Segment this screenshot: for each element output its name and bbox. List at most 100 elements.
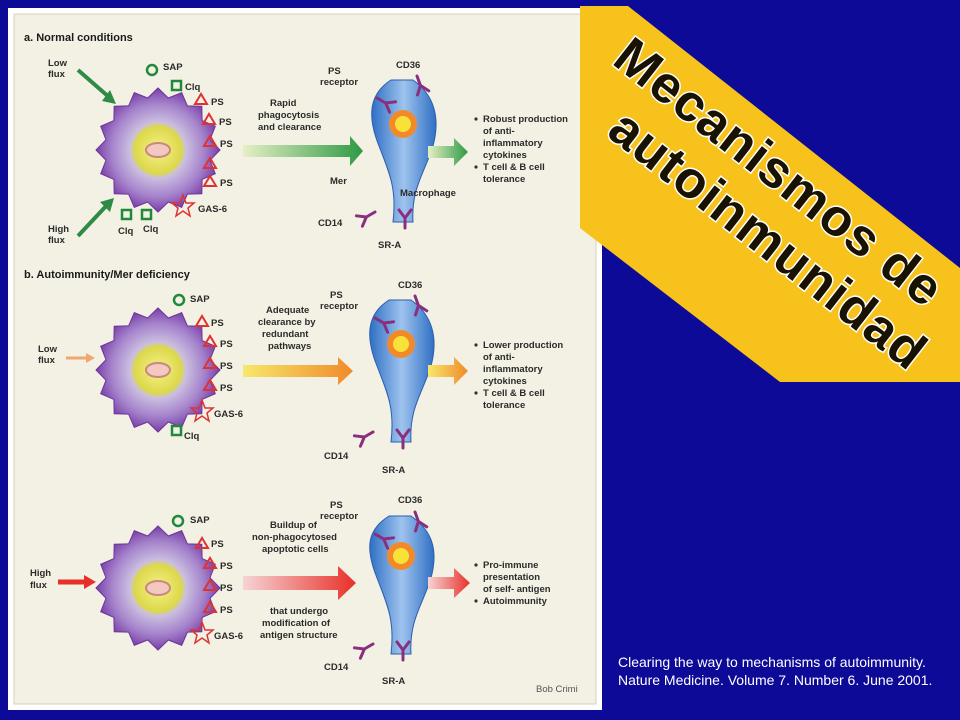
figure-label: GAS-6 [214, 409, 243, 420]
figure-label: Clq [118, 226, 134, 237]
figure-label: CD36 [396, 60, 420, 71]
low-flux-a-2: flux [48, 69, 66, 80]
bullet [474, 165, 478, 169]
figure-label: PS [211, 539, 224, 550]
bullet [474, 343, 478, 347]
banner-line-2: autoinmunidad [598, 98, 938, 381]
figure-label: PS [220, 583, 233, 594]
figure-label: non-phagocytosed [252, 532, 337, 543]
figure-label: PS [220, 605, 233, 616]
figure-shape [202, 156, 218, 169]
figure-label: SAP [190, 515, 210, 526]
buildup-arrow-c [243, 566, 356, 600]
figure-label: modification of [262, 618, 331, 629]
figure-label: PS [328, 66, 341, 77]
figure-label: SR-A [382, 465, 405, 476]
figure-shape [86, 353, 95, 363]
cell-nucleus [145, 580, 171, 596]
figure-label: PS [219, 117, 232, 128]
figure-label: clearance by [258, 317, 316, 328]
bullet [474, 391, 478, 395]
macrophage-body [369, 515, 435, 655]
outcome-text: inflammatory [483, 364, 543, 375]
figure-label: PS [220, 339, 233, 350]
clearance-arrow-a [243, 136, 363, 166]
figure-shape [171, 514, 185, 528]
receptor [397, 208, 413, 230]
figure-shape [202, 578, 218, 591]
figure-label: redundant [262, 329, 309, 340]
cell-nucleus [145, 142, 171, 158]
figure-shape [172, 293, 186, 307]
figure-label: apoptotic cells [262, 544, 329, 555]
outcome-text: inflammatory [483, 138, 543, 149]
figure-shape [202, 334, 218, 347]
figure-shape: Mecanismos de autoinmunidad [596, 25, 956, 383]
bullet [474, 599, 478, 603]
figure-label: PS [220, 383, 233, 394]
figure-label: Rapid [270, 98, 297, 109]
figure-shape [194, 536, 210, 549]
receptor [413, 294, 429, 317]
macrophage-body [369, 299, 435, 443]
figure-label: Adequate [266, 305, 309, 316]
clearance-arrow-b [243, 357, 353, 385]
receptor [413, 510, 429, 533]
outcome-text: of self- antigen [483, 584, 551, 595]
macrophage-c [352, 510, 435, 662]
figure-label: PS [220, 561, 233, 572]
figure-label: flux [38, 355, 56, 366]
outcome-text: tolerance [483, 400, 525, 411]
figure-label: receptor [320, 511, 358, 522]
figure-shape [169, 192, 197, 218]
figure-label: that undergo [270, 606, 328, 617]
figure-shape [194, 314, 210, 327]
figure-shape [202, 556, 218, 569]
macrophage-body [371, 79, 437, 223]
figure-label: PS [211, 97, 224, 108]
low-flux-arrow-a [76, 68, 112, 100]
figure-label: Mer [330, 176, 347, 187]
figure-shape [188, 397, 216, 423]
figure-label: pathways [268, 341, 311, 352]
figure-label: PS [220, 361, 233, 372]
apoptotic-cell-a [95, 87, 221, 213]
outcome-text: T cell & B cell [483, 162, 545, 173]
figure-label: GAS-6 [214, 631, 243, 642]
outcome-text: Lower production [483, 340, 563, 351]
figure-shape [170, 79, 183, 92]
figure-label: PS [220, 139, 233, 150]
outcome-arrow-c [428, 568, 470, 598]
figure-label: PS [330, 290, 343, 301]
figure-label: PS [211, 318, 224, 329]
receptor [352, 430, 375, 448]
outcome-text: Autoimmunity [483, 596, 548, 607]
figure-label: CD36 [398, 280, 422, 291]
panel-a-header: a. Normal conditions [24, 32, 133, 44]
figure-label: Low [38, 344, 58, 355]
figure-label: Macrophage [400, 188, 456, 199]
receptor [352, 642, 375, 660]
figure-shape [102, 90, 116, 104]
apoptotic-cell-c [95, 525, 221, 651]
receptor [354, 210, 377, 228]
figure-shape [202, 378, 218, 391]
figure-label: flux [30, 580, 48, 591]
figure-shape [202, 134, 218, 147]
macrophage-a [354, 74, 437, 230]
apoptotic-cell-b [95, 307, 221, 433]
figure-shape [202, 356, 218, 369]
figure-shape [84, 575, 96, 589]
figure-shape [201, 112, 217, 125]
figure-shape [193, 92, 209, 105]
figure-label: CD14 [324, 662, 349, 673]
figure-label: antigen structure [260, 630, 338, 641]
figure-label: Buildup of [270, 520, 318, 531]
figure-label: receptor [320, 301, 358, 312]
receptor [373, 532, 396, 550]
macrophage-b [352, 294, 435, 450]
panel-b-header: b. Autoimmunity/Mer deficiency [24, 269, 191, 281]
bullet [474, 563, 478, 567]
